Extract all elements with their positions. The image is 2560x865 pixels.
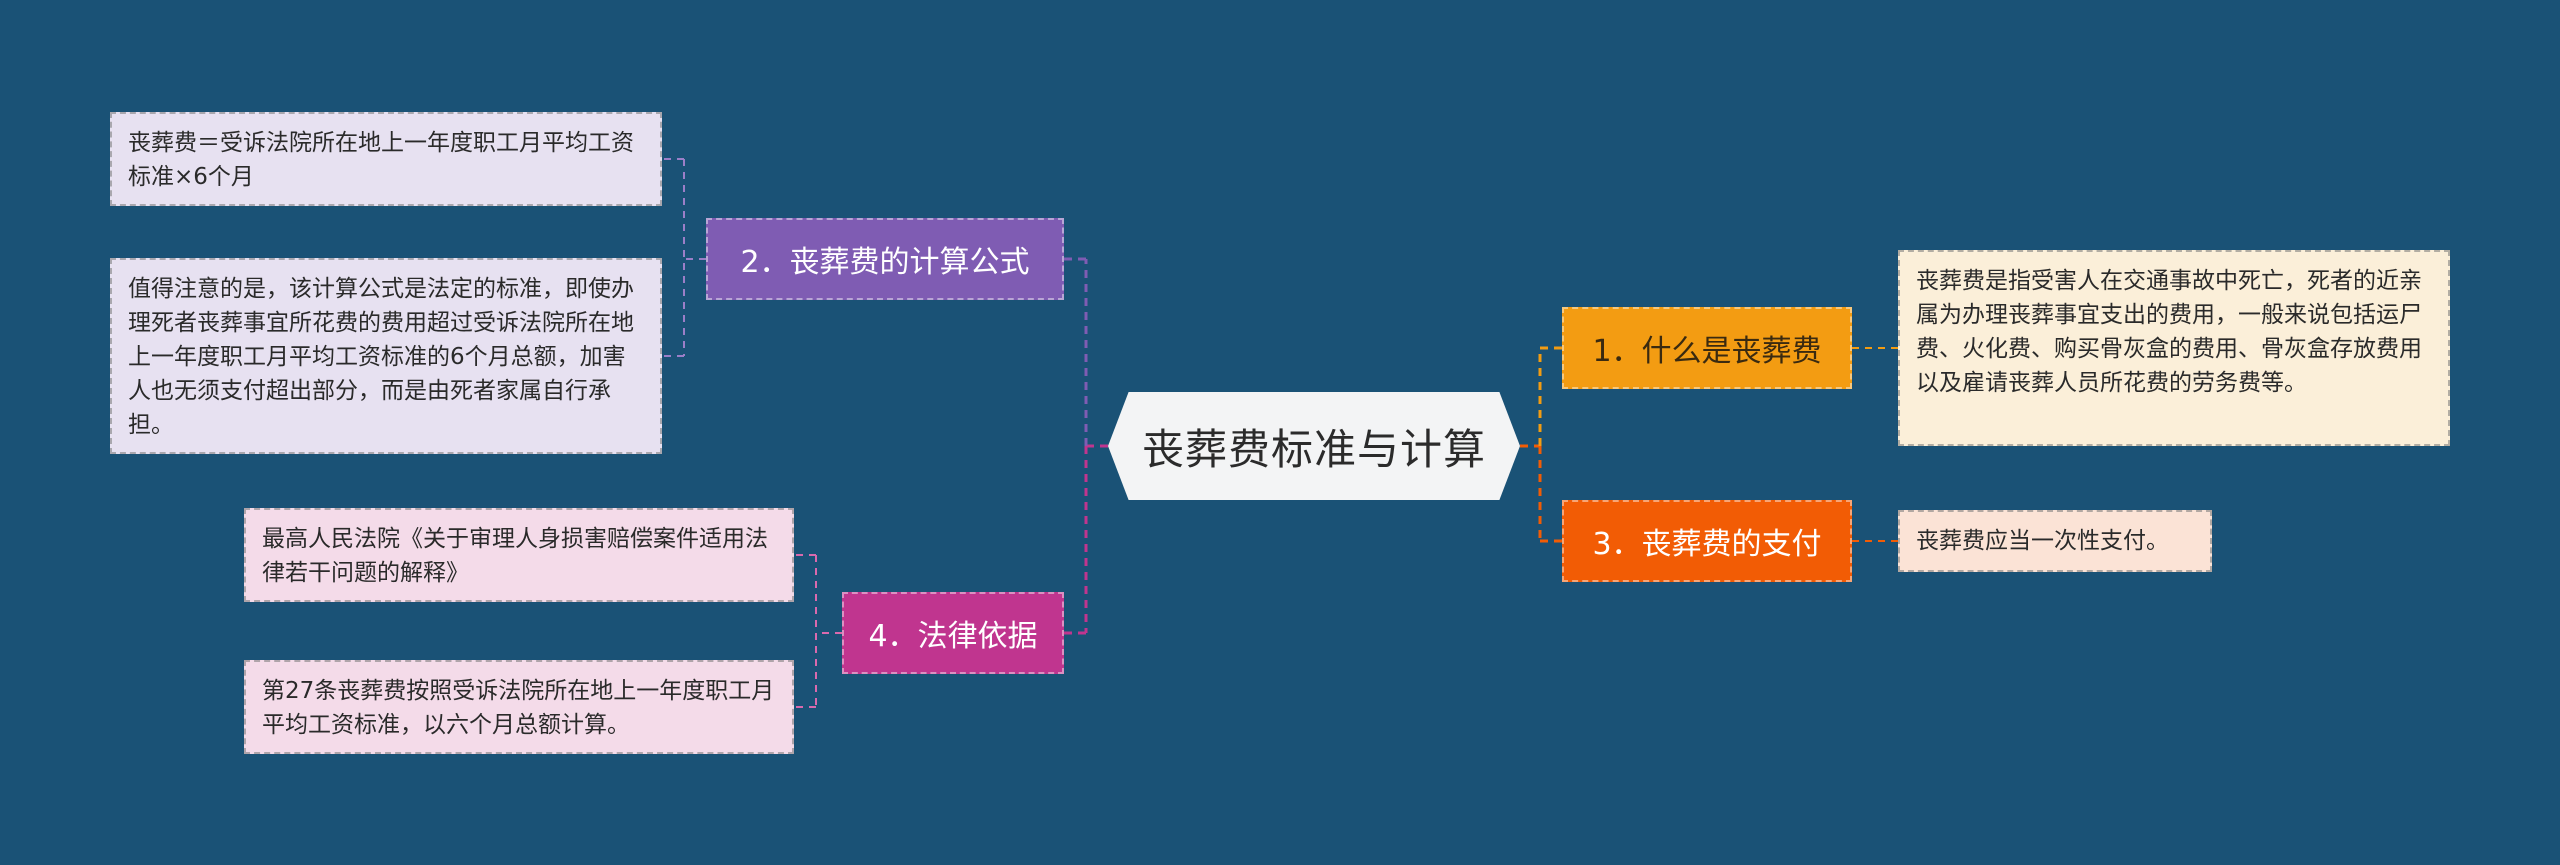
central-topic[interactable]: 丧葬费标准与计算	[1108, 392, 1520, 500]
branch-formula-label: 2．丧葬费的计算公式	[740, 245, 1030, 280]
note-definition[interactable]: 丧葬费是指受害人在交通事故中死亡，死者的近亲属为办理丧葬事宜支出的费用，一般来说…	[1898, 250, 2450, 446]
note-text: 丧葬费应当一次性支付。	[1916, 528, 2169, 554]
note-payment[interactable]: 丧葬费应当一次性支付。	[1898, 510, 2212, 572]
note-formula-definition[interactable]: 丧葬费＝受诉法院所在地上一年度职工月平均工资标准×6个月	[110, 112, 662, 206]
branch-payment[interactable]: 3．丧葬费的支付	[1562, 500, 1852, 582]
note-formula-remark[interactable]: 值得注意的是，该计算公式是法定的标准，即使办理死者丧葬事宜所花费的费用超过受诉法…	[110, 258, 662, 454]
note-text: 丧葬费＝受诉法院所在地上一年度职工月平均工资标准×6个月	[128, 130, 634, 190]
branch-definition-label: 1．什么是丧葬费	[1592, 334, 1822, 369]
branch-definition[interactable]: 1．什么是丧葬费	[1562, 307, 1852, 389]
branch-legal-basis[interactable]: 4．法律依据	[842, 592, 1064, 674]
note-text: 丧葬费是指受害人在交通事故中死亡，死者的近亲属为办理丧葬事宜支出的费用，一般来说…	[1916, 268, 2422, 396]
branch-legal-basis-label: 4．法律依据	[868, 619, 1038, 654]
note-text: 值得注意的是，该计算公式是法定的标准，即使办理死者丧葬事宜所花费的费用超过受诉法…	[128, 276, 634, 438]
note-legal-article[interactable]: 第27条丧葬费按照受诉法院所在地上一年度职工月平均工资标准，以六个月总额计算。	[244, 660, 794, 754]
central-topic-label: 丧葬费标准与计算	[1141, 424, 1486, 474]
note-legal-source[interactable]: 最高人民法院《关于审理人身损害赔偿案件适用法律若干问题的解释》	[244, 508, 794, 602]
note-text: 最高人民法院《关于审理人身损害赔偿案件适用法律若干问题的解释》	[262, 526, 768, 586]
note-text: 第27条丧葬费按照受诉法院所在地上一年度职工月平均工资标准，以六个月总额计算。	[262, 678, 775, 738]
branch-formula[interactable]: 2．丧葬费的计算公式	[706, 218, 1064, 300]
branch-payment-label: 3．丧葬费的支付	[1592, 527, 1822, 562]
